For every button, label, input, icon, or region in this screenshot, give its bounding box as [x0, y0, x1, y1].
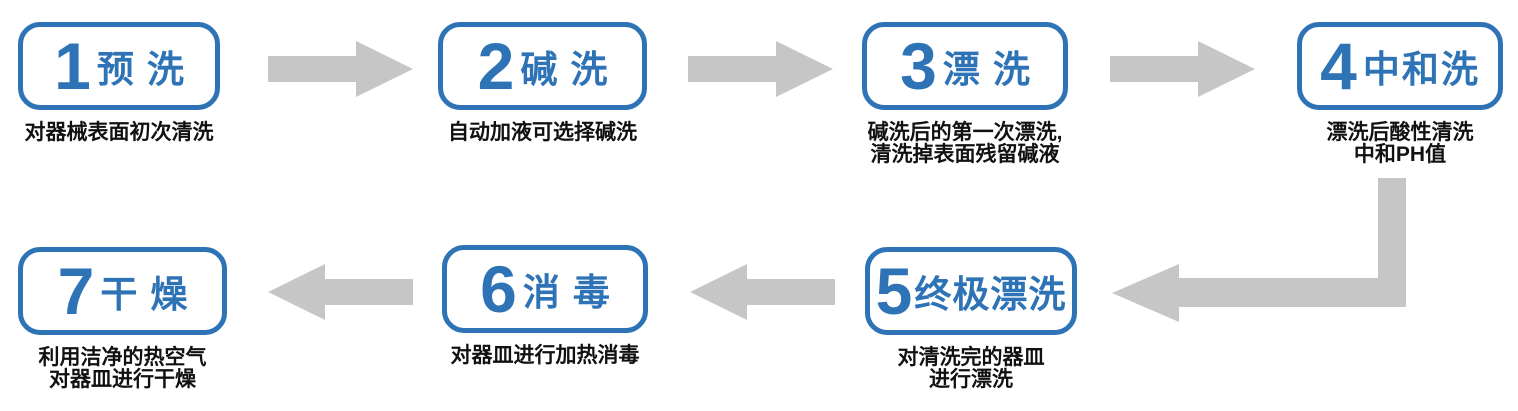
- step-3-caption: 碱洗后的第一次漂洗, 清洗掉表面残留碱液: [862, 122, 1068, 166]
- step-1: 1 预洗 对器械表面初次清洗: [18, 22, 220, 144]
- caption-line: 对器械表面初次清洗: [24, 121, 214, 144]
- step-6-caption: 对器皿进行加热消毒: [442, 345, 648, 367]
- caption-line: 中和PH值: [1353, 143, 1447, 166]
- step-5-caption: 对清洗完的器皿 进行漂洗: [865, 347, 1077, 391]
- step-7-title: 干燥: [100, 274, 201, 315]
- step-4: 4 中和洗 漂洗后酸性清洗 中和PH值: [1297, 22, 1503, 166]
- step-4-box: 4 中和洗: [1297, 22, 1503, 110]
- step-1-number: 1: [54, 29, 91, 103]
- step-1-box: 1 预洗: [18, 22, 220, 110]
- step-2-caption: 自动加液可选择碱洗: [438, 122, 647, 144]
- arrow-right-2-3-icon: [688, 41, 833, 97]
- step-1-caption: 对器械表面初次清洗: [18, 122, 220, 144]
- step-4-title: 中和洗: [1362, 49, 1480, 90]
- step-5-number: 5: [875, 254, 913, 328]
- step-3-box: 3 漂洗: [862, 22, 1068, 110]
- step-5-title: 终极漂洗: [914, 274, 1067, 315]
- step-1-title: 预洗: [96, 49, 197, 90]
- step-5: 5 终极漂洗 对清洗完的器皿 进行漂洗: [865, 247, 1077, 391]
- step-3: 3 漂洗 碱洗后的第一次漂洗, 清洗掉表面残留碱液: [862, 22, 1068, 166]
- caption-line: 进行漂洗: [929, 368, 1013, 391]
- step-2-box: 2 碱洗: [438, 22, 647, 110]
- caption-line: 漂洗后酸性清洗: [1326, 121, 1474, 144]
- caption-line: 自动加液可选择碱洗: [448, 121, 637, 144]
- caption-line: 碱洗后的第一次漂洗,: [867, 121, 1063, 144]
- step-2-number: 2: [477, 29, 515, 103]
- step-6-number: 6: [480, 252, 517, 326]
- arrow-elbow-4-5-icon: [1112, 178, 1406, 323]
- step-4-number: 4: [1320, 29, 1357, 103]
- arrow-left-6-7-icon: [268, 264, 413, 320]
- step-2: 2 碱洗 自动加液可选择碱洗: [438, 22, 647, 144]
- step-2-title: 碱洗: [520, 49, 621, 90]
- caption-line: 清洗掉表面残留碱液: [870, 143, 1060, 166]
- caption-line: 对器皿进行干燥: [49, 368, 196, 391]
- caption-line: 对器皿进行加热消毒: [450, 344, 640, 367]
- step-7-number: 7: [57, 254, 95, 328]
- step-6-box: 6 消毒: [442, 245, 648, 333]
- caption-line: 对清洗完的器皿: [897, 346, 1045, 369]
- step-3-title: 漂洗: [942, 49, 1043, 90]
- arrow-right-3-4-icon: [1110, 41, 1255, 97]
- step-6-title: 消毒: [522, 272, 623, 313]
- step-6: 6 消毒 对器皿进行加热消毒: [442, 245, 648, 367]
- arrow-left-5-6-icon: [690, 264, 835, 320]
- step-7-box: 7 干燥: [18, 247, 227, 335]
- arrow-right-1-2-icon: [268, 41, 413, 97]
- caption-line: 利用洁净的热空气: [38, 346, 207, 369]
- step-7: 7 干燥 利用洁净的热空气 对器皿进行干燥: [18, 247, 227, 391]
- step-3-number: 3: [900, 29, 937, 103]
- step-4-caption: 漂洗后酸性清洗 中和PH值: [1297, 122, 1503, 166]
- step-5-box: 5 终极漂洗: [865, 247, 1077, 335]
- step-7-caption: 利用洁净的热空气 对器皿进行干燥: [18, 347, 227, 391]
